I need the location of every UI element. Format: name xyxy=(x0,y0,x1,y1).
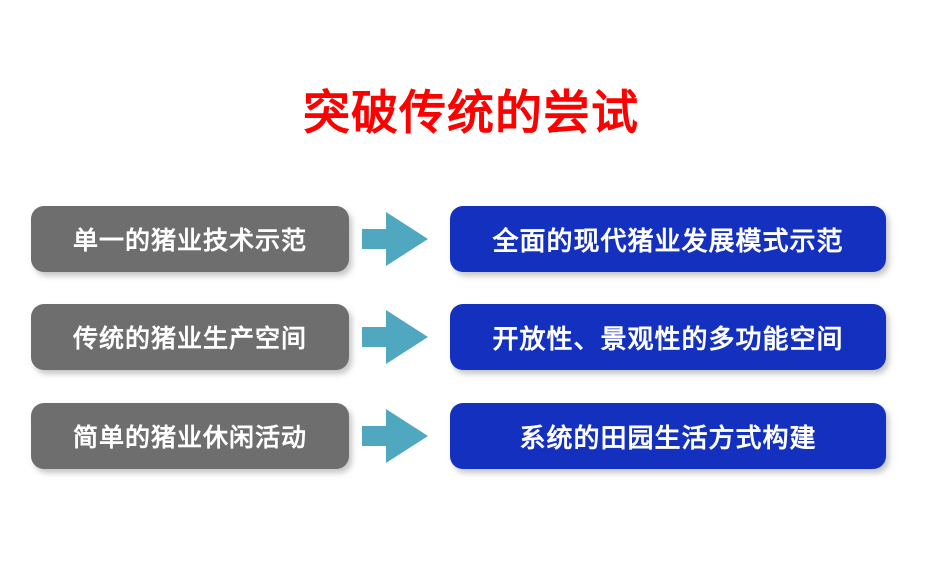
comparison-row: 单一的猪业技术示范 全面的现代猪业发展模式示范 xyxy=(0,206,942,272)
traditional-box[interactable]: 传统的猪业生产空间 xyxy=(31,304,349,370)
page-title: 突破传统的尝试 xyxy=(303,86,639,141)
modern-box[interactable]: 开放性、景观性的多功能空间 xyxy=(450,304,886,370)
traditional-box[interactable]: 单一的猪业技术示范 xyxy=(31,206,349,272)
comparison-row: 简单的猪业休闲活动 系统的田园生活方式构建 xyxy=(0,403,942,469)
right-arrow-icon xyxy=(362,310,428,364)
right-arrow-icon xyxy=(362,409,428,463)
right-arrow-icon xyxy=(362,212,428,266)
comparison-row: 传统的猪业生产空间 开放性、景观性的多功能空间 xyxy=(0,304,942,370)
modern-box[interactable]: 全面的现代猪业发展模式示范 xyxy=(450,206,886,272)
modern-box[interactable]: 系统的田园生活方式构建 xyxy=(450,403,886,469)
traditional-box[interactable]: 简单的猪业休闲活动 xyxy=(31,403,349,469)
